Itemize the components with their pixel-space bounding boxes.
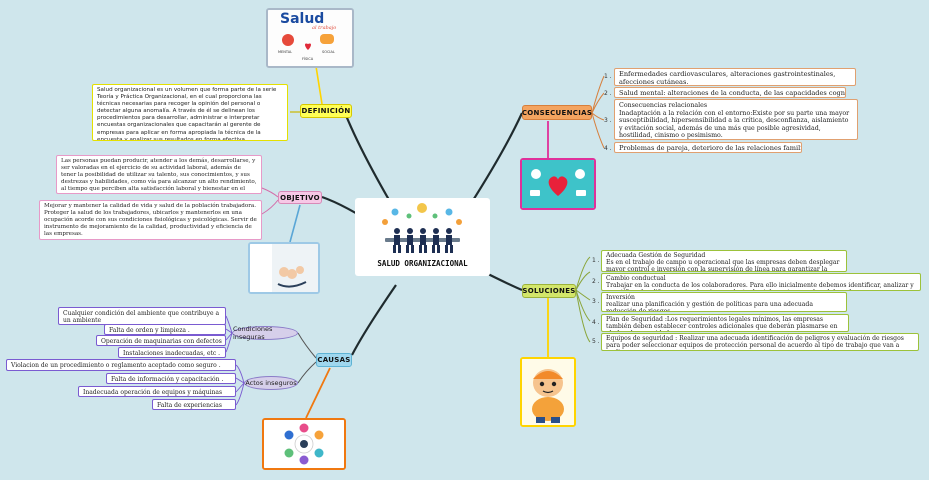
icons-circle-image <box>262 418 346 470</box>
soluciones-node[interactable]: SOLUCIONES <box>522 284 576 298</box>
icons-circle-graphic <box>264 420 344 468</box>
salud-label-fisica: FÍSICA <box>302 57 314 61</box>
central-title: SALUD ORGANIZACIONAL <box>377 259 468 268</box>
solucion-item: Adecuada Gestión de Seguridad Es en el t… <box>601 250 847 272</box>
consecuencia-number: 4 . <box>604 145 612 152</box>
solucion-number: 3 . <box>592 298 600 305</box>
branch-consecuencias <box>469 112 523 206</box>
solucion-number: 2 . <box>592 278 600 285</box>
actos-item: Falta de información y capacitación . <box>106 373 236 384</box>
consecuencia-item: Problemas de pareja, deterioro de las re… <box>614 142 802 153</box>
consecuencia-item: Consecuencias relacionales Inadaptación … <box>614 99 858 140</box>
salud-logo-word: Salud <box>280 11 325 27</box>
objetivo-node[interactable]: OBJETIVO <box>278 191 322 204</box>
condiciones-item: Operación de maquinarias con defectos <box>96 335 226 346</box>
solucion-number: 5 . <box>592 338 600 345</box>
objetivo-note-2: Mejorar y mantener la calidad de vida y … <box>39 200 262 240</box>
definicion-note: Salud organizacional es un volumen que f… <box>92 84 288 141</box>
solucion-item: Inversión realizar una planificación y g… <box>601 292 847 312</box>
branch-causas <box>351 284 397 356</box>
actos-item: Falta de experiencias <box>152 399 236 410</box>
actos-inseguros-node[interactable]: Actos inseguros <box>244 376 298 390</box>
central-node[interactable]: SALUD ORGANIZACIONAL <box>355 198 490 276</box>
consecuencias-node[interactable]: CONSECUENCIAS <box>522 105 592 120</box>
actos-item: Inadecuada operación de equipos y máquin… <box>78 386 236 397</box>
condiciones-item: Instalaciones inadecuadas, etc . <box>118 347 226 358</box>
salud-label-social: SOCIAL <box>322 50 335 54</box>
worker-character-image <box>520 357 576 427</box>
consecuencia-number: 3 . <box>604 117 612 124</box>
consecuencia-item: Salud mental: alteraciones de la conduct… <box>614 87 846 98</box>
consecuencia-number: 1 . <box>604 73 612 80</box>
causas-node[interactable]: CAUSAS <box>316 353 352 367</box>
doctor-hands-image <box>248 242 320 294</box>
solucion-number: 1 . <box>592 257 600 264</box>
solucion-number: 4 . <box>592 319 600 326</box>
doctor-hands-graphic <box>250 244 318 292</box>
solucion-item: Equipos de seguridad : Realizar una adec… <box>601 333 919 351</box>
consecuencia-number: 2 . <box>604 90 612 97</box>
salud-label-mental: MENTAL <box>278 50 293 54</box>
worker-character-graphic <box>522 359 574 425</box>
condiciones-item: Cualquier condición del ambiente que con… <box>58 307 226 325</box>
salud-logo-graphic <box>268 10 352 66</box>
definicion-node[interactable]: DEFINICIÓN <box>300 104 352 118</box>
branch-definicion <box>343 112 393 206</box>
team-illustration <box>382 203 462 253</box>
solucion-item: Plan de Seguridad :Los requerimientos le… <box>601 314 849 332</box>
objetivo-note-1: Las personas puedan producir, atender a … <box>56 155 262 194</box>
health-heart-image <box>520 158 596 210</box>
salud-logo-script: al trabajo <box>312 25 337 31</box>
solucion-item: Cambio conductual Trabajar en la conduct… <box>601 273 921 291</box>
salud-logo-image: Salud al trabajo MENTAL FÍSICA SOCIAL <box>266 8 354 68</box>
health-heart-graphic <box>522 160 594 208</box>
consecuencia-item: Enfermedades cardiovasculares, alteracio… <box>614 68 856 86</box>
condiciones-item: Falta de orden y limpieza . <box>104 324 226 335</box>
actos-item: Violacion de un procedimiento o reglamen… <box>6 359 236 371</box>
condiciones-inseguras-node[interactable]: Condiciones inseguras <box>232 325 298 341</box>
